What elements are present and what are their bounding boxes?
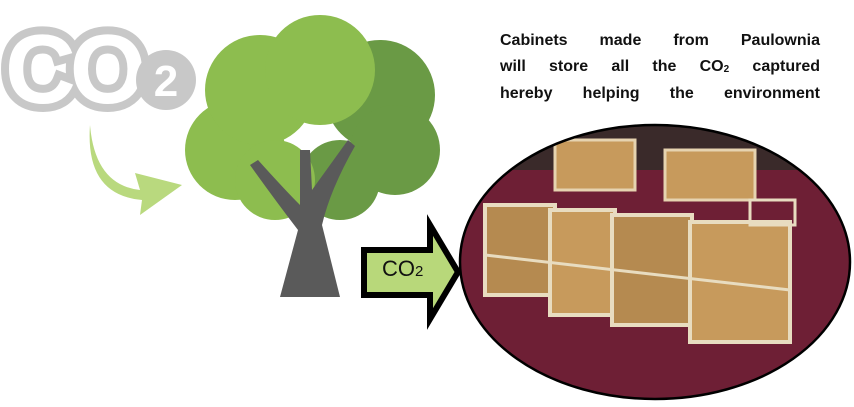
arrow-label: CO2 [382, 256, 423, 282]
caption-subscript: 2 [723, 63, 730, 75]
caption-line-3: hereby helping the environment [500, 85, 820, 102]
caption-line-1: Cabinets made from Paulownia [500, 32, 820, 49]
caption-line-2: will store all the CO2 captured [500, 54, 820, 82]
caption-line-2-start: will store all the CO [500, 57, 724, 75]
curved-arrow-icon [89, 125, 182, 215]
tree-icon [185, 15, 440, 297]
co2-logo: CO 2 [0, 6, 196, 132]
cabinets-photo [458, 123, 852, 401]
co2-logo-subscript: 2 [154, 57, 178, 106]
right-arrow-icon [361, 214, 462, 330]
arrow-label-text: CO [382, 256, 415, 281]
caption-text: Cabinets made from Paulownia will store … [500, 28, 820, 107]
co2-logo-text: CO [5, 14, 143, 124]
caption-line-2-end: captured [729, 57, 821, 75]
arrow-label-subscript: 2 [415, 263, 424, 280]
